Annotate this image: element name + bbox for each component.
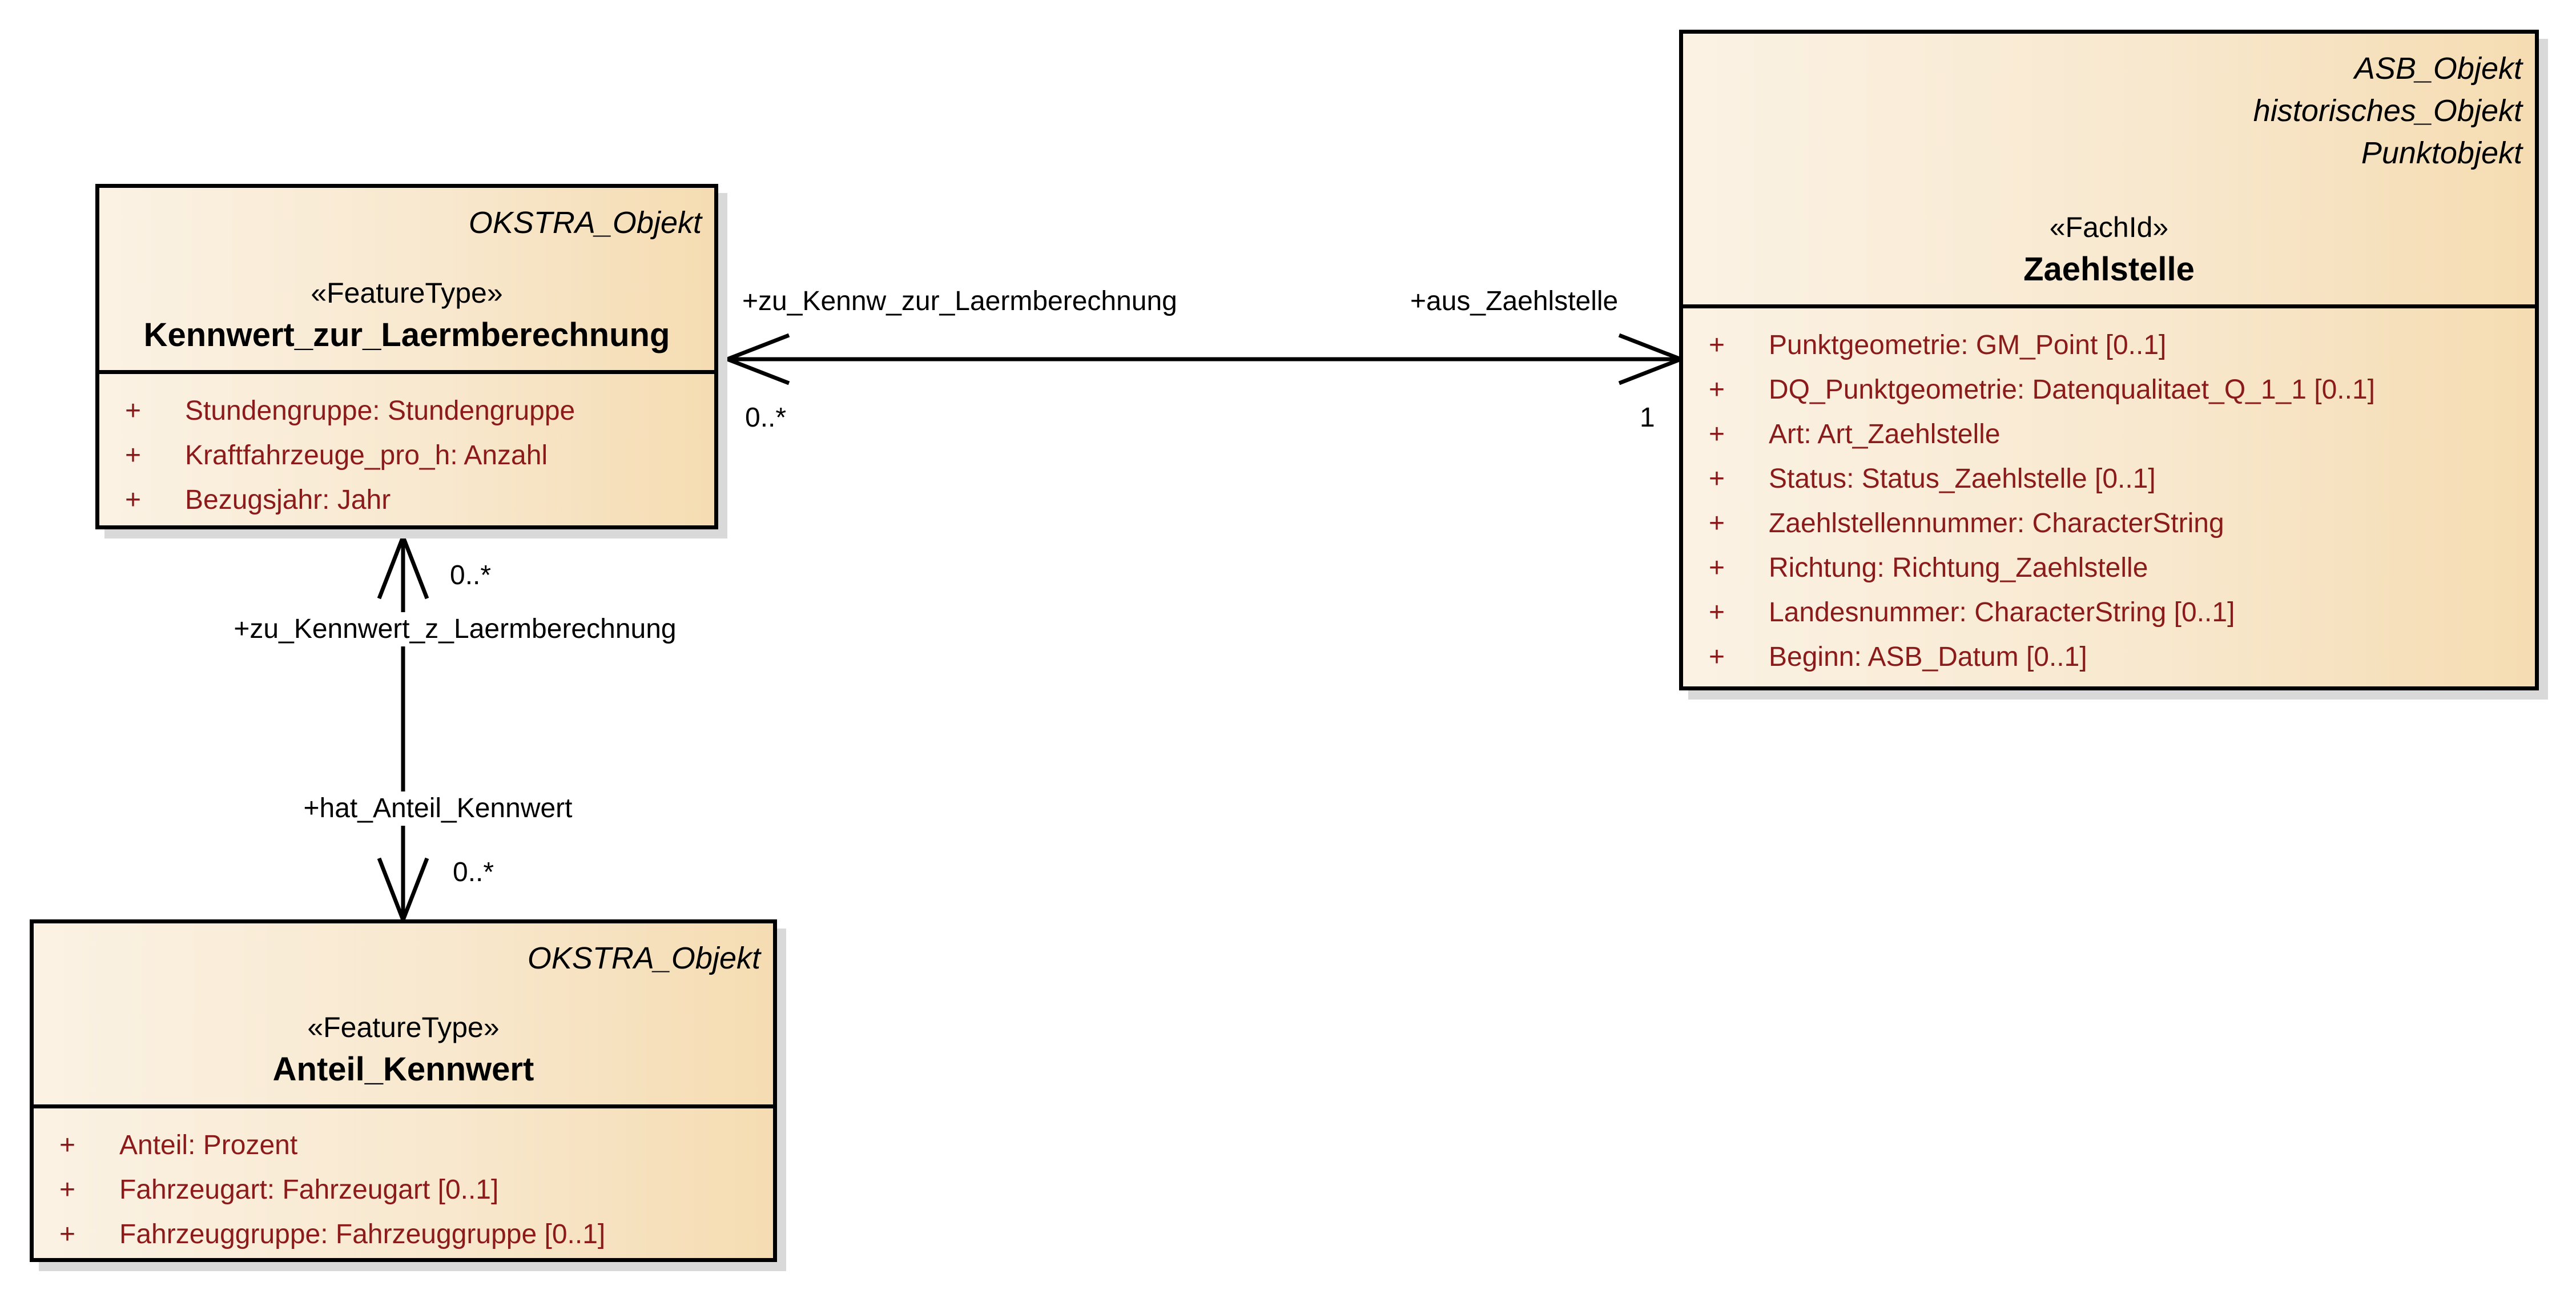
stereotype-label: «FeatureType» <box>311 277 503 309</box>
visibility-marker: + <box>59 1175 76 1205</box>
attribute-text: Stundengruppe: Stundengruppe <box>185 396 575 426</box>
association-role-label: +hat_Anteil_Kennwert <box>297 791 578 826</box>
stereotype-label: «FeatureType» <box>307 1011 500 1043</box>
visibility-marker: + <box>1709 419 1725 449</box>
supertype-label: OKSTRA_Objekt <box>468 206 702 240</box>
class-zaehlstelle[interactable]: ASB_Objekt historisches_Objekt Punktobje… <box>1679 30 2539 690</box>
supertype-label: OKSTRA_Objekt <box>527 941 760 975</box>
attribute-text: Fahrzeugart: Fahrzeugart [0..1] <box>119 1175 499 1205</box>
attributes-compartment: + Stundengruppe: Stundengruppe + Kraftfa… <box>99 374 714 525</box>
attribute-text: Richtung: Richtung_Zaehlstelle <box>1769 553 2148 583</box>
attributes-compartment: + Anteil: Prozent + Fahrzeugart: Fahrzeu… <box>34 1108 773 1258</box>
attribute-row: + Stundengruppe: Stundengruppe <box>125 389 703 433</box>
attribute-text: Kraftfahrzeuge_pro_h: Anzahl <box>185 440 548 471</box>
association-role-label: +zu_Kennwert_z_Laermberechnung <box>228 612 682 646</box>
attribute-text: Anteil: Prozent <box>119 1130 298 1160</box>
attribute-row: + Fahrzeuggruppe: Fahrzeuggruppe [0..1] <box>59 1212 762 1257</box>
arrowhead-left-icon <box>722 333 790 385</box>
class-name: Kennwert_zur_Laermberechnung <box>143 316 670 353</box>
supertype-label: Punktobjekt <box>2361 136 2522 170</box>
visibility-marker: + <box>1709 508 1725 539</box>
supertype-list: OKSTRA_Objekt <box>46 937 760 979</box>
attribute-row: + Beginn: ASB_Datum [0..1] <box>1709 635 2523 680</box>
visibility-marker: + <box>1709 330 1725 360</box>
visibility-marker: + <box>59 1219 76 1249</box>
visibility-marker: + <box>1709 375 1725 405</box>
class-name: Zaehlstelle <box>2023 251 2195 288</box>
attribute-row: + Art: Art_Zaehlstelle <box>1709 412 2523 457</box>
association-role-label: +zu_Kennw_zur_Laermberechnung <box>742 286 1177 316</box>
attribute-text: Beginn: ASB_Datum [0..1] <box>1769 642 2087 672</box>
attribute-row: + Kraftfahrzeuge_pro_h: Anzahl <box>125 433 703 478</box>
visibility-marker: + <box>125 485 142 515</box>
attribute-row: + Punktgeometrie: GM_Point [0..1] <box>1709 323 2523 368</box>
class-header: ASB_Objekt historisches_Objekt Punktobje… <box>1683 34 2535 308</box>
supertype-label: ASB_Objekt <box>2354 51 2522 86</box>
visibility-marker: + <box>125 440 142 471</box>
multiplicity-label: 0..* <box>453 857 494 887</box>
attribute-row: + Zaehlstellennummer: CharacterString <box>1709 501 2523 546</box>
association-role-label: +aus_Zaehlstelle <box>1410 286 1619 316</box>
supertype-label: historisches_Objekt <box>2253 94 2522 128</box>
visibility-marker: + <box>1709 597 1725 628</box>
supertype-list: OKSTRA_Objekt <box>112 202 702 244</box>
attributes-compartment: + Punktgeometrie: GM_Point [0..1] + DQ_P… <box>1683 308 2535 686</box>
attribute-text: Landesnummer: CharacterString [0..1] <box>1769 597 2235 628</box>
attribute-text: Art: Art_Zaehlstelle <box>1769 419 2001 449</box>
multiplicity-label: 0..* <box>450 560 492 590</box>
multiplicity-label: 0..* <box>745 403 787 433</box>
visibility-marker: + <box>125 396 142 426</box>
visibility-marker: + <box>1709 642 1725 672</box>
attribute-text: DQ_Punktgeometrie: Datenqualitaet_Q_1_1 … <box>1769 375 2375 405</box>
attribute-row: + Fahrzeugart: Fahrzeugart [0..1] <box>59 1168 762 1212</box>
arrowhead-up-icon <box>377 531 429 600</box>
attribute-text: Fahrzeuggruppe: Fahrzeuggruppe [0..1] <box>119 1219 606 1249</box>
class-kennwert-zur-laermberechnung[interactable]: OKSTRA_Objekt «FeatureType» Kennwert_zur… <box>95 184 718 529</box>
attribute-text: Zaehlstellennummer: CharacterString <box>1769 508 2224 539</box>
visibility-marker: + <box>59 1130 76 1160</box>
class-name: Anteil_Kennwert <box>272 1051 534 1088</box>
attribute-row: + Landesnummer: CharacterString [0..1] <box>1709 590 2523 635</box>
class-header: OKSTRA_Objekt «FeatureType» Kennwert_zur… <box>99 188 714 374</box>
class-header: OKSTRA_Objekt «FeatureType» Anteil_Kennw… <box>34 923 773 1108</box>
visibility-marker: + <box>1709 553 1725 583</box>
visibility-marker: + <box>1709 464 1725 494</box>
attribute-row: + Richtung: Richtung_Zaehlstelle <box>1709 546 2523 590</box>
attribute-row: + DQ_Punktgeometrie: Datenqualitaet_Q_1_… <box>1709 368 2523 412</box>
stereotype-label: «FachId» <box>2049 211 2169 243</box>
attribute-text: Status: Status_Zaehlstelle [0..1] <box>1769 464 2156 494</box>
attribute-text: Bezugsjahr: Jahr <box>185 485 391 515</box>
attribute-row: + Bezugsjahr: Jahr <box>125 478 703 523</box>
supertype-list: ASB_Objekt historisches_Objekt Punktobje… <box>1696 47 2522 174</box>
multiplicity-label: 1 <box>1640 403 1655 433</box>
attribute-text: Punktgeometrie: GM_Point [0..1] <box>1769 330 2167 360</box>
attribute-row: + Anteil: Prozent <box>59 1123 762 1168</box>
class-anteil-kennwert[interactable]: OKSTRA_Objekt «FeatureType» Anteil_Kennw… <box>30 919 777 1262</box>
attribute-row: + Status: Status_Zaehlstelle [0..1] <box>1709 457 2523 501</box>
